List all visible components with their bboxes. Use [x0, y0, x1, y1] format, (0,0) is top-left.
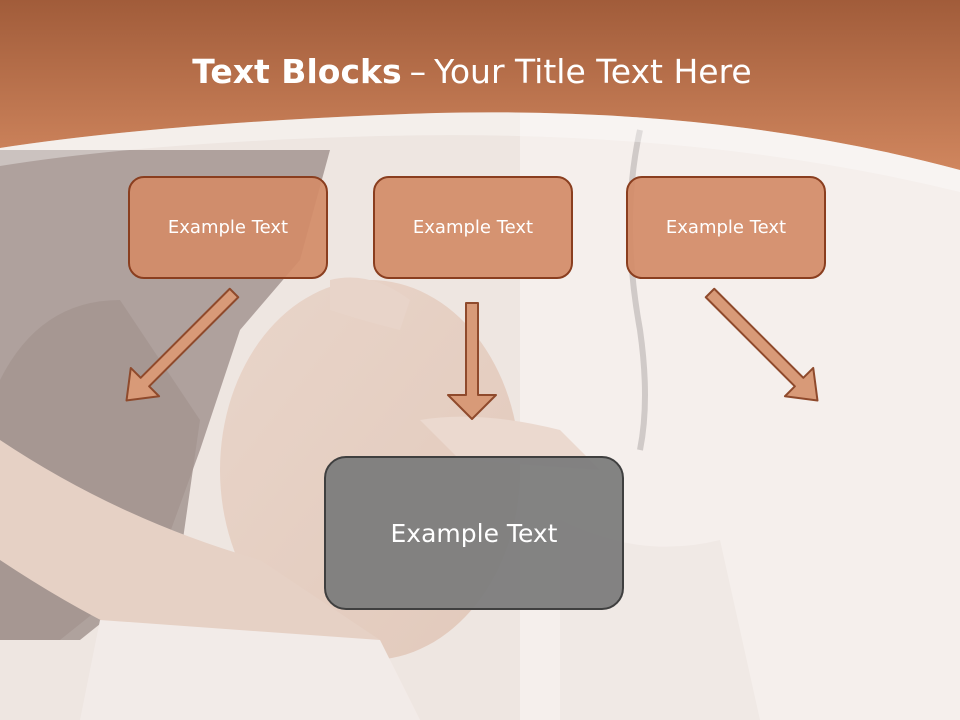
title-bold: Text Blocks	[192, 52, 402, 91]
arrow-right-icon	[704, 287, 819, 402]
text-block-3[interactable]: Example Text	[626, 176, 826, 279]
title-rest: Your Title Text Here	[434, 52, 752, 91]
title-dash: –	[409, 52, 427, 91]
arrow-middle-icon	[447, 302, 497, 420]
arrow-left-icon	[125, 287, 240, 402]
text-block-2[interactable]: Example Text	[373, 176, 573, 279]
target-block[interactable]: Example Text	[324, 456, 624, 610]
slide-title: Text Blocks–Your Title Text Here	[0, 52, 944, 91]
text-block-1[interactable]: Example Text	[128, 176, 328, 279]
